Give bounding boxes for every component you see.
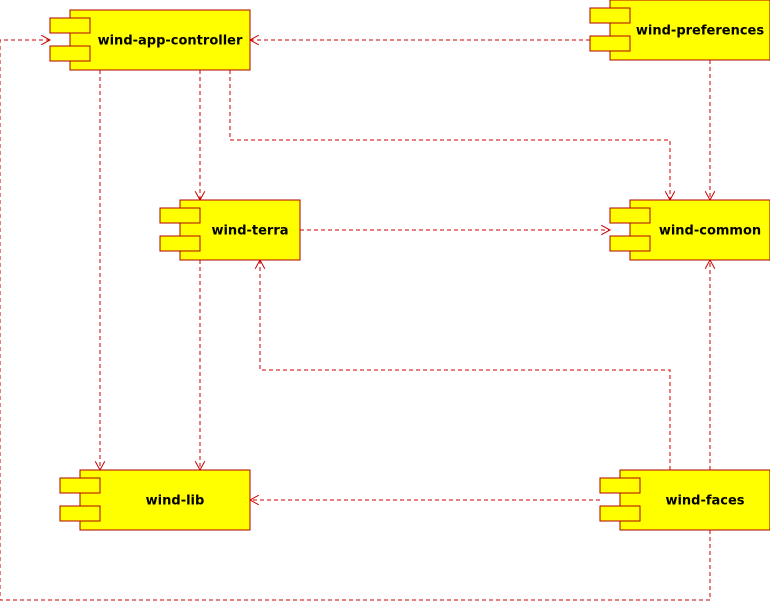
component-tab-icon xyxy=(609,235,651,252)
component-tab-icon xyxy=(599,477,641,494)
component-label: wind-lib xyxy=(146,494,205,509)
component-label: wind-app-controller xyxy=(98,34,243,49)
component-tab-icon xyxy=(609,207,651,224)
dependency-preferences-to-app_controller xyxy=(248,34,590,46)
dependency-preferences-to-common xyxy=(704,60,716,202)
component-tab-icon xyxy=(589,7,631,24)
component-label: wind-terra xyxy=(211,224,288,239)
component-box xyxy=(69,9,251,71)
component-tab-icon xyxy=(159,207,201,224)
dependency-terra-to-lib xyxy=(194,260,206,472)
component-wind-lib[interactable]: wind-lib xyxy=(59,469,251,531)
dependency-arrowhead xyxy=(40,34,52,46)
dependency-app_controller-to-terra xyxy=(194,70,206,202)
component-label: wind-preferences xyxy=(636,24,764,39)
component-tab-icon xyxy=(59,477,101,494)
dependency-faces-to-app_controller xyxy=(0,34,711,601)
component-label: wind-faces xyxy=(665,494,744,509)
component-layer: wind-app-controller wind-preferences wind-… xyxy=(49,0,770,531)
dependency-line xyxy=(259,260,671,470)
component-wind-app-controller[interactable]: wind-app-controller xyxy=(49,9,251,71)
component-box xyxy=(629,199,770,261)
dependency-faces-to-lib xyxy=(248,494,600,506)
dependency-faces-to-common xyxy=(704,258,716,470)
component-tab-icon xyxy=(59,505,101,522)
component-box xyxy=(79,469,251,531)
dependency-app_controller-to-lib xyxy=(94,70,106,472)
component-wind-common[interactable]: wind-common xyxy=(609,199,770,261)
dependency-line xyxy=(229,70,671,200)
component-box xyxy=(609,0,770,61)
dependency-arrowhead xyxy=(600,224,612,236)
component-wind-terra[interactable]: wind-terra xyxy=(159,199,301,261)
dependency-terra-to-common xyxy=(300,224,612,236)
component-wind-faces[interactable]: wind-faces xyxy=(599,469,770,531)
component-tab-icon xyxy=(159,235,201,252)
dependency-faces-to-terra xyxy=(254,258,671,470)
component-tab-icon xyxy=(49,45,91,62)
component-tab-icon xyxy=(589,35,631,52)
dependency-app_controller-to-common xyxy=(229,70,676,202)
component-box xyxy=(619,469,770,531)
component-tab-icon xyxy=(49,17,91,34)
component-wind-preferences[interactable]: wind-preferences xyxy=(589,0,770,61)
component-tab-icon xyxy=(599,505,641,522)
component-label: wind-common xyxy=(659,224,761,239)
